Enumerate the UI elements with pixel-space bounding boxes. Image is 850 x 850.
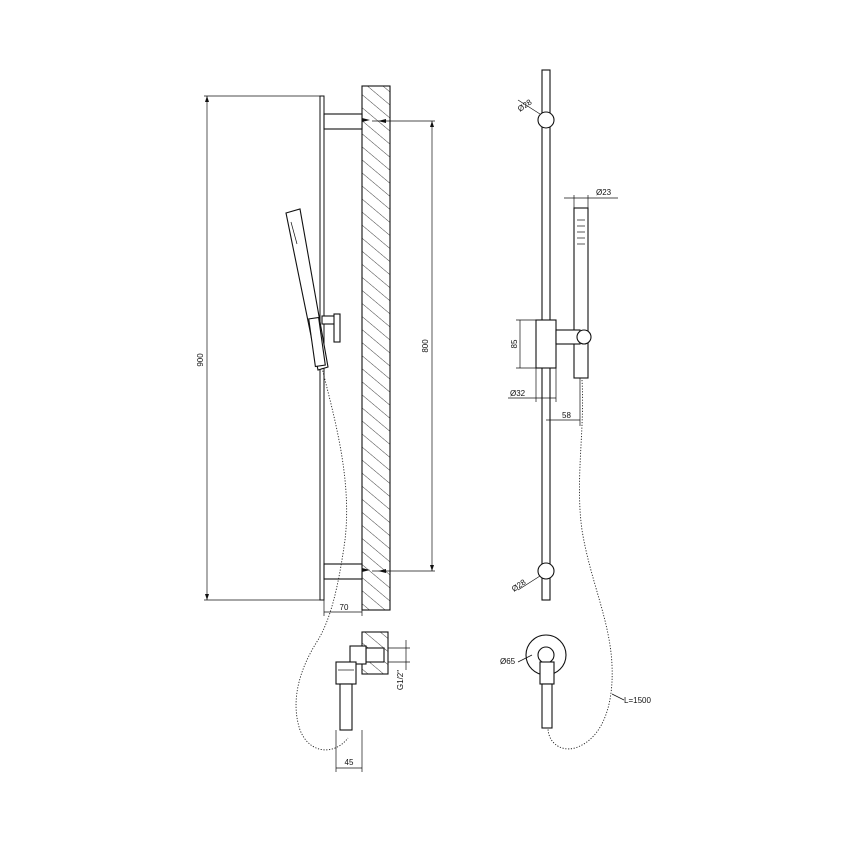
wall-outlet-side [335,631,389,731]
bracket-spacing-label: 800 [421,339,430,353]
hose-length-label: L=1500 [624,696,651,705]
projection-label: 70 [340,603,349,612]
handshower-offset-label: 58 [562,411,571,420]
dimension-outlet-thread: G1/2" [388,640,410,690]
dimension-handshower-offset: 58 [546,378,581,426]
handshower-dia-label: Ø23 [596,188,612,197]
dimension-outlet-depth: 45 [335,730,363,772]
handshower-front: Ø23 [564,188,618,379]
dimension-rail-dia: Ø32 [508,368,557,402]
bottom-bracket-side [323,563,370,580]
flange-dia-label: Ø65 [500,657,516,666]
handshower-side [285,208,341,371]
wall-outlet-front: Ø65 [500,634,567,729]
top-bracket-dia-label: Ø28 [516,97,534,113]
hose-front [547,379,613,750]
bottom-bracket-dia-label: Ø28 [510,577,528,593]
side-view: 900 800 [196,85,435,772]
dimension-slider-height: 85 [510,319,536,369]
outlet-thread-label: G1/2" [396,670,405,690]
dimension-projection: 70 [323,596,363,616]
overall-height-label: 900 [196,353,205,367]
hose-side [295,367,349,751]
wall-section [361,85,391,611]
hose-length-callout: L=1500 [611,693,651,705]
top-bracket-side [323,113,370,130]
slider-front [535,319,592,369]
outlet-depth-label: 45 [345,758,354,767]
rail-dia-label: Ø32 [510,389,526,398]
slider-height-label: 85 [510,339,519,348]
front-view: Ø28 Ø28 Ø23 [500,69,651,750]
dimension-bracket-spacing: 800 [372,119,435,573]
dimension-overall-height: 900 [196,95,324,601]
